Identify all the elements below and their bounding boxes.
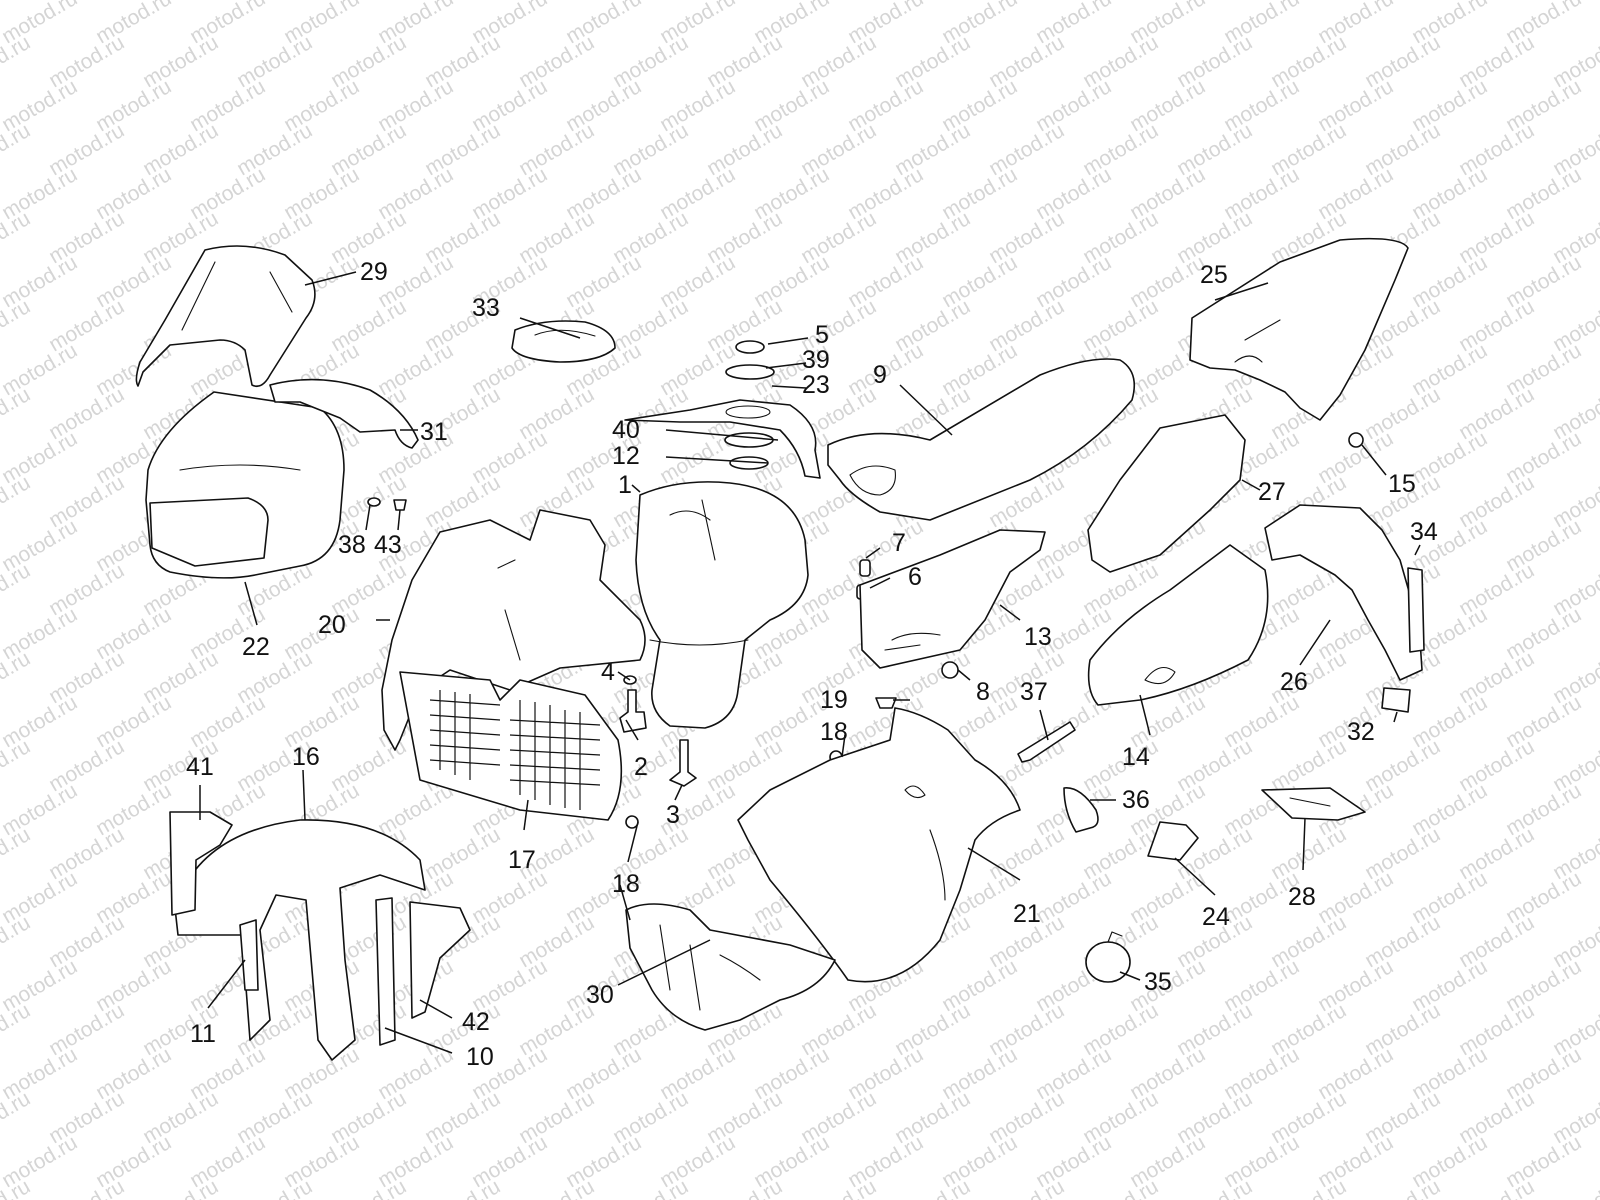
label-29: 29	[360, 258, 388, 286]
part-35-clamp-ring[interactable]	[1085, 931, 1131, 983]
label-7: 7	[892, 529, 906, 557]
label-10: 10	[466, 1043, 494, 1071]
part-11-fork-guard[interactable]	[239, 919, 259, 991]
label-16: 16	[292, 743, 320, 771]
label-34: 34	[1410, 518, 1438, 546]
label-14: 14	[1122, 743, 1150, 771]
label-3: 3	[666, 801, 680, 829]
part-21-side-fairing[interactable]	[737, 707, 1021, 983]
part-36-pad[interactable]	[1063, 787, 1099, 833]
label-20: 20	[318, 611, 346, 639]
label-6: 6	[908, 563, 922, 591]
part-8-grommet[interactable]	[941, 661, 959, 679]
part-41-bracket[interactable]	[169, 811, 233, 916]
label-33: 33	[472, 294, 500, 322]
part-43-bolt[interactable]	[393, 499, 407, 511]
part-7-bushing[interactable]	[859, 559, 871, 577]
part-25-rear-fender[interactable]	[1189, 237, 1409, 421]
label-42: 42	[462, 1008, 490, 1036]
label-21: 21	[1013, 900, 1041, 928]
part-19-clip[interactable]	[875, 697, 897, 709]
label-13: 13	[1024, 623, 1052, 651]
label-12: 12	[612, 442, 640, 470]
label-26: 26	[1280, 668, 1308, 696]
part-40-gasket[interactable]	[724, 432, 774, 448]
label-18b: 18	[612, 870, 640, 898]
label-41: 41	[186, 753, 214, 781]
label-4: 4	[601, 658, 615, 686]
part-42-bracket[interactable]	[409, 901, 471, 1019]
part-34-bracket[interactable]	[1407, 567, 1425, 653]
part-16-front-fender[interactable]	[174, 819, 426, 1061]
part-38-washer[interactable]	[367, 497, 381, 507]
label-40: 40	[612, 416, 640, 444]
part-31-bracket[interactable]	[269, 378, 419, 449]
part-9-seat[interactable]	[827, 358, 1136, 521]
callout-labels: 29 31 22 20 38 43 33 5 39 23 40 12 1 9 7…	[186, 258, 1438, 1071]
part-32-reflector[interactable]	[1381, 687, 1411, 713]
label-28: 28	[1288, 883, 1316, 911]
label-30: 30	[586, 981, 614, 1009]
part-23-plate[interactable]	[624, 399, 821, 479]
part-29-windscreen[interactable]	[135, 245, 316, 388]
label-2: 2	[634, 753, 648, 781]
label-39: 39	[802, 346, 830, 374]
label-24: 24	[1202, 903, 1230, 931]
part-10-fork-guard[interactable]	[375, 897, 396, 1046]
label-18a: 18	[820, 718, 848, 746]
part-30-skid-plate[interactable]	[625, 903, 836, 1031]
part-26-rear-hugger[interactable]	[1264, 504, 1423, 681]
part-28-plate[interactable]	[1261, 787, 1366, 821]
part-3-fitting[interactable]	[669, 739, 697, 787]
part-20-side-panel[interactable]	[381, 509, 646, 751]
label-1: 1	[618, 471, 632, 499]
leader-lines	[199, 271, 1421, 1054]
part-13-tail-panel[interactable]	[859, 529, 1046, 669]
label-31: 31	[420, 418, 448, 446]
part-1-fuel-tank[interactable]	[635, 481, 809, 729]
label-37: 37	[1020, 678, 1048, 706]
part-39-ring[interactable]	[725, 364, 775, 380]
part-22-headlight-fairing[interactable]	[145, 391, 345, 579]
label-9: 9	[873, 361, 887, 389]
label-17: 17	[508, 846, 536, 874]
part-17-radiator-shroud[interactable]	[399, 671, 623, 821]
label-23: 23	[802, 371, 830, 399]
part-14-side-cover[interactable]	[1087, 544, 1269, 706]
label-27: 27	[1258, 478, 1286, 506]
label-32: 32	[1347, 718, 1375, 746]
label-38: 38	[338, 531, 366, 559]
label-35: 35	[1144, 968, 1172, 996]
part-33-cover[interactable]	[511, 320, 616, 363]
label-5: 5	[815, 321, 829, 349]
part-27-inner-panel[interactable]	[1087, 414, 1246, 573]
label-15: 15	[1388, 470, 1416, 498]
label-25: 25	[1200, 261, 1228, 289]
part-24-plate[interactable]	[1147, 821, 1199, 861]
part-5-filler-cap[interactable]	[735, 340, 765, 354]
part-15-nut[interactable]	[1348, 432, 1364, 448]
label-19: 19	[820, 686, 848, 714]
part-37-strap[interactable]	[1017, 721, 1076, 763]
label-8: 8	[976, 678, 990, 706]
label-22: 22	[242, 633, 270, 661]
label-11: 11	[190, 1020, 216, 1048]
label-43: 43	[374, 531, 402, 559]
label-36: 36	[1122, 786, 1150, 814]
